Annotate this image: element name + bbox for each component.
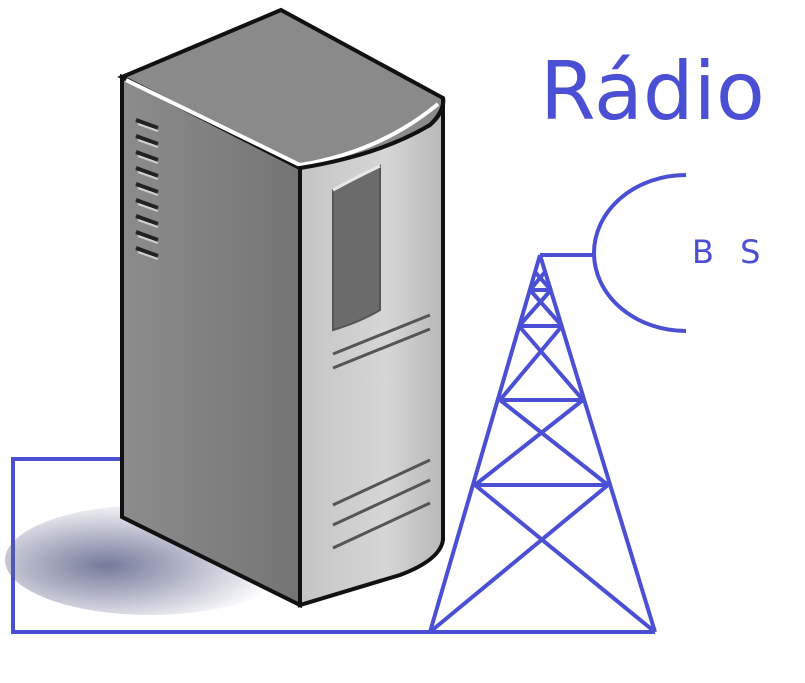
radio-tower-icon (428, 253, 657, 634)
base-station-label: B S (692, 233, 769, 271)
server-vents (135, 118, 159, 258)
server-tower-icon (117, 7, 446, 609)
antenna-dish-icon (592, 173, 687, 333)
diagram-title: Rádio (540, 45, 765, 138)
